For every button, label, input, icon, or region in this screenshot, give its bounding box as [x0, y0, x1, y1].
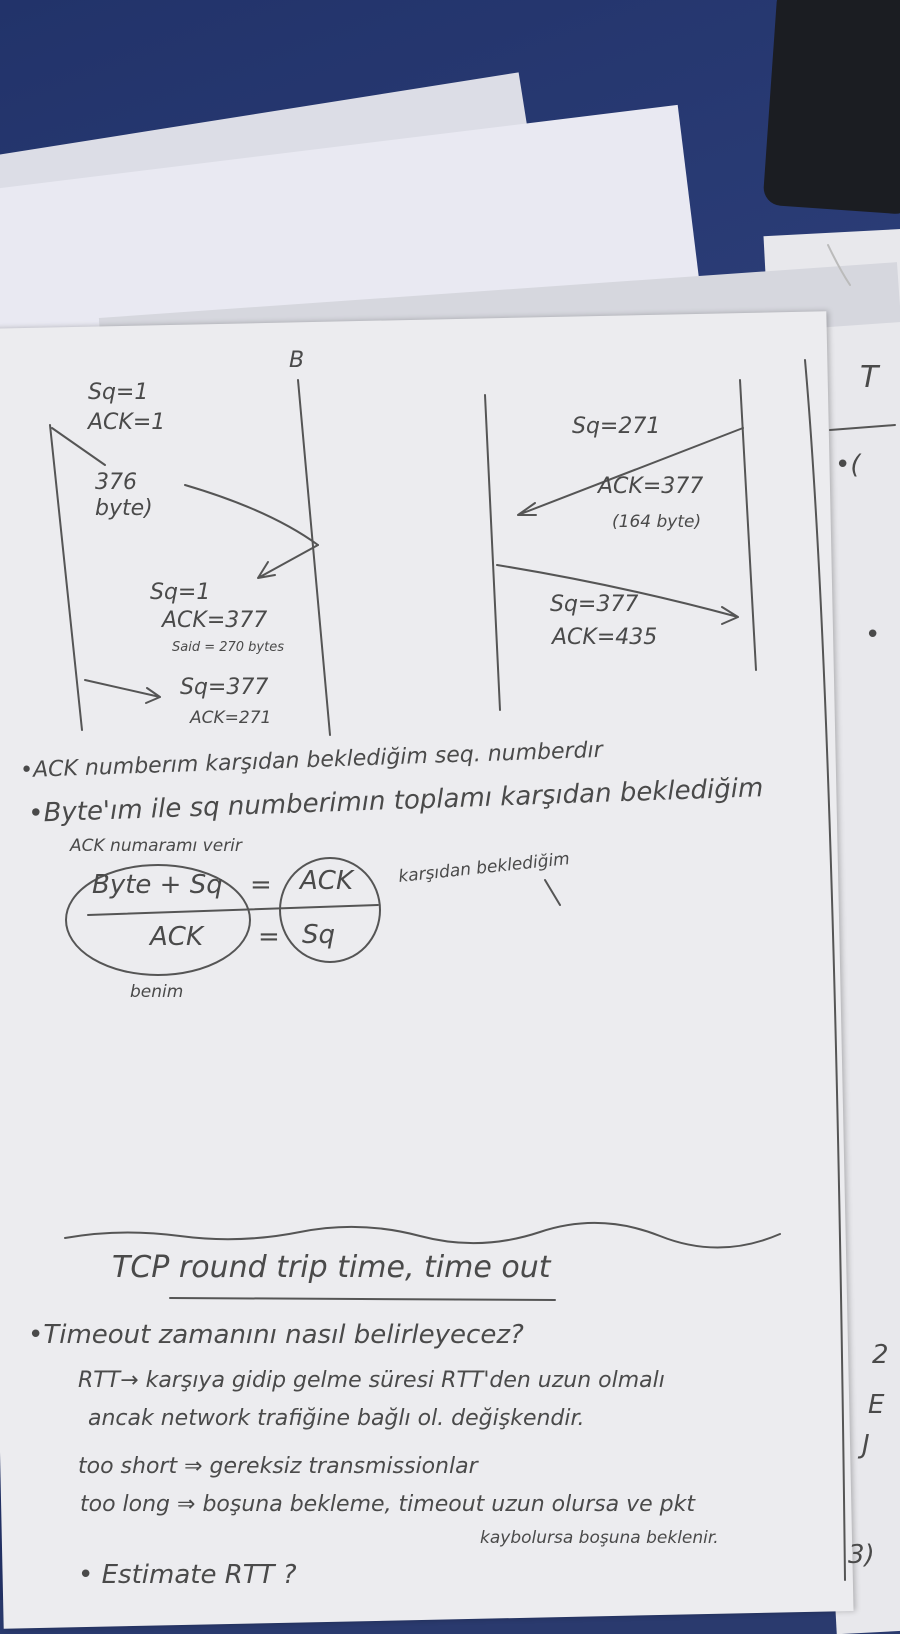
arrow-seg1 — [184, 484, 319, 546]
arrow-seg3 — [84, 679, 161, 704]
right-page-e: E — [868, 1390, 885, 1420]
section-divider — [64, 1221, 781, 1249]
right-page-j: J — [862, 1430, 870, 1460]
equation-2-right: Sq — [302, 920, 336, 950]
note-tick — [544, 879, 561, 906]
right-page-2: 2 — [872, 1340, 889, 1370]
circle-left — [65, 864, 251, 976]
right-page-t: T — [860, 360, 879, 395]
equation-2-equals: = — [258, 922, 280, 952]
note-line-3: ACK numaramı verir — [70, 836, 242, 856]
right-page-dot: • — [865, 620, 881, 650]
right-page-underline — [829, 424, 896, 431]
equation-2-left: ACK — [150, 922, 203, 952]
right-host-timeline — [297, 379, 331, 736]
equation-label: benim — [130, 982, 184, 1002]
equation-divider — [87, 904, 379, 916]
section-title: TCP round trip time, time out — [112, 1250, 551, 1285]
equation-1-left: Byte + Sq — [92, 870, 223, 900]
right-page-bullet: •( — [835, 450, 861, 480]
arrow-seg2 — [257, 544, 319, 579]
right-page-3: 3) — [848, 1540, 875, 1570]
arrow-right-seg1 — [517, 427, 744, 516]
section-line-b: ancak network trafiğine bağlı ol. değişk… — [88, 1406, 585, 1431]
left-seg2-seq: Sq=1 — [150, 580, 211, 605]
section-line-e: kaybolursa boşuna beklenir. — [480, 1528, 719, 1548]
left-seg2-ack: ACK=377 — [162, 608, 268, 633]
right-seg1-bytes: (164 byte) — [612, 512, 702, 532]
section-bullet-2: • Estimate RTT ? — [78, 1560, 297, 1590]
equation-1-right: ACK — [300, 866, 353, 896]
section-line-d: too long ⇒ boşuna bekleme, timeout uzun … — [80, 1492, 696, 1517]
paper-curl — [827, 244, 851, 286]
left-seg3-seq: Sq=377 — [180, 675, 269, 700]
equation-1-equals: = — [250, 870, 272, 900]
right-seg2-seq: Sq=377 — [550, 592, 639, 617]
left-seg2-note: Said = 270 bytes — [172, 640, 284, 655]
circle-right — [279, 857, 381, 963]
host-b-label: B — [289, 348, 305, 373]
left-host-timeline — [49, 424, 83, 731]
section-line-a: RTT→ karşıya gidip gelme süresi RTT'den … — [78, 1368, 665, 1393]
right-page-margin — [804, 359, 846, 1581]
left-seg3-ack: ACK=271 — [190, 708, 272, 728]
right-seg2-ack: ACK=435 — [552, 625, 658, 650]
left-seg1-ack: ACK=1 — [88, 410, 166, 435]
arrow-right-seg2 — [496, 564, 739, 625]
left-seg1-seq: Sq=1 — [88, 380, 149, 405]
right-seg1-ack: ACK=377 — [598, 474, 704, 499]
right-diagram-right-timeline — [739, 379, 757, 671]
section-line-c: too short ⇒ gereksiz transmissionlar — [78, 1454, 478, 1479]
left-seg1-bytes: 376 byte) — [95, 470, 153, 521]
right-seg1-seq: Sq=271 — [572, 414, 661, 439]
title-underline — [169, 1297, 556, 1301]
arrow-seg1-start — [51, 427, 106, 466]
right-diagram-left-timeline — [484, 394, 501, 711]
handwritten-strokes — [49, 244, 896, 1581]
section-bullet-1: •Timeout zamanını nasıl belirleyecez? — [28, 1320, 524, 1350]
